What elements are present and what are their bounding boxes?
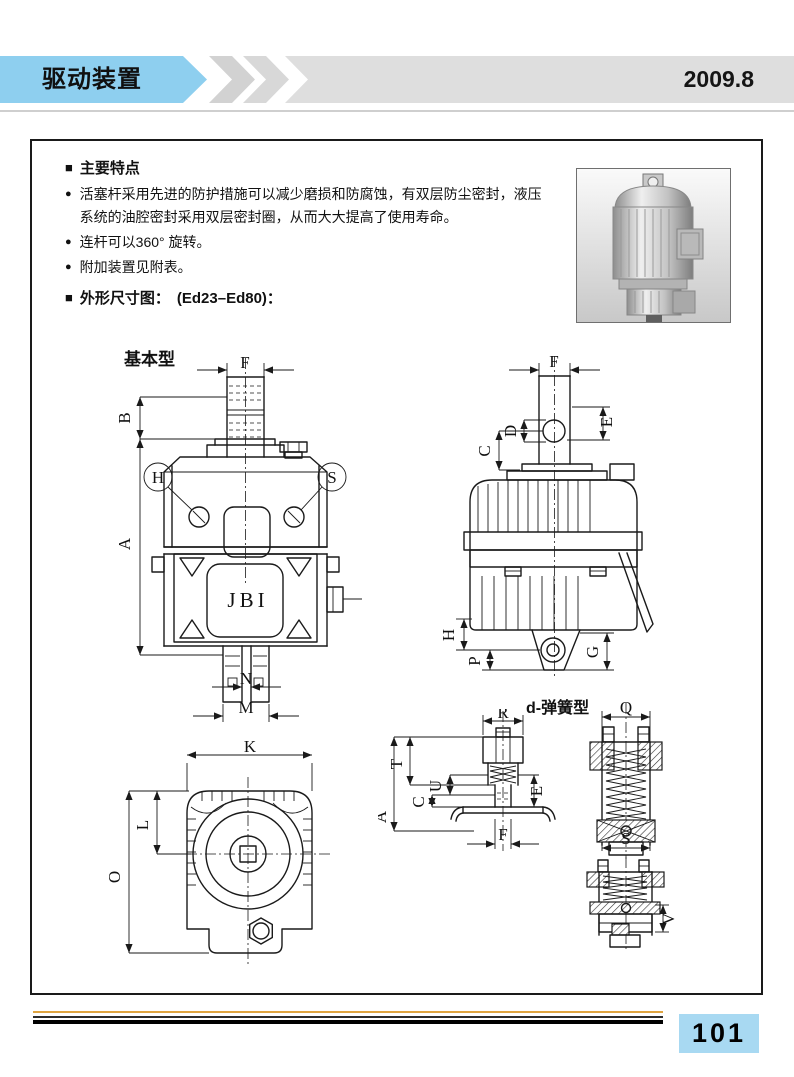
spring-type-label: d-弹簧型 — [526, 700, 590, 717]
dim-label-m: M — [238, 698, 253, 717]
dim-label-a2: A — [378, 810, 390, 823]
footer-rule-gold — [33, 1011, 663, 1013]
header-gray-band — [285, 56, 794, 103]
bullet-icon: ● — [65, 236, 72, 248]
dim-label-e2: E — [527, 786, 546, 796]
dim-label-u: U — [426, 780, 445, 792]
header-underline — [0, 110, 794, 112]
dim-label-o: O — [105, 871, 124, 883]
dim-label-e: E — [597, 417, 616, 427]
dim-label-b: B — [115, 412, 134, 423]
dim-label-l: L — [133, 820, 152, 830]
content-frame: ■ 主要特点 ● 活塞杆采用先进的防护措施可以减少磨损和防腐蚀，有双层防尘密封，… — [30, 139, 763, 995]
basic-type-label: 基本型 — [124, 350, 175, 369]
list-item: ● 连杆可以360° 旋转。 — [65, 231, 545, 254]
list-item: ● 附加装置见附表。 — [65, 256, 545, 279]
feature-text: 连杆可以360° 旋转。 — [79, 234, 211, 250]
feature-text: 附加装置见附表。 — [79, 259, 192, 275]
dimensions-heading-text: 外形尺寸图： — [79, 290, 170, 307]
dim-label-n: N — [240, 669, 252, 688]
page-title: 驱动装置 — [42, 66, 142, 93]
dim-label-f: F — [240, 354, 249, 372]
dim-label-q: Q — [620, 699, 632, 717]
bottom-view-drawing: K — [105, 741, 333, 967]
features-heading: ■ 主要特点 — [65, 157, 140, 178]
header-blue-tab — [0, 56, 207, 103]
spring-type-section-drawing: Q S — [586, 699, 678, 951]
front-view-drawing: F B A — [115, 354, 362, 722]
product-photo — [576, 168, 731, 323]
dim-label-t: T — [387, 758, 406, 769]
dim-label-v: V — [659, 912, 678, 925]
balloon-label-h: H — [152, 468, 164, 487]
dimensions-heading: ■ 外形尺寸图： (Ed23–Ed80)： — [65, 287, 282, 308]
dim-label-f2: F — [549, 352, 558, 371]
dim-label-g: G — [583, 646, 602, 658]
dim-label-p: P — [465, 656, 484, 665]
bullet-icon: ● — [65, 188, 72, 200]
features-list: ● 活塞杆采用先进的防护措施可以减少磨损和防腐蚀，有双层防尘密封，液压系统的油腔… — [65, 183, 545, 281]
footer-rule-black — [33, 1020, 663, 1024]
balloon-label-s: S — [327, 468, 336, 487]
dim-label-r: R — [497, 709, 509, 722]
feature-text: 活塞杆采用先进的防护措施可以减少磨损和防腐蚀，有双层防尘密封，液压系统的油腔密封… — [79, 186, 542, 225]
dim-label-c: C — [475, 445, 494, 456]
features-heading-text: 主要特点 — [79, 160, 140, 177]
dim-label-c2: C — [409, 796, 428, 807]
side-view-drawing: F D C E — [442, 352, 654, 678]
bullet-icon: ● — [65, 261, 72, 273]
dim-label-f3: F — [498, 825, 507, 844]
model-range-text: (Ed23–Ed80)： — [176, 290, 282, 307]
chevron-icon — [209, 56, 255, 103]
footer-rule-dark — [33, 1016, 663, 1018]
dim-label-k: K — [244, 741, 257, 756]
nameplate-label: JBI — [227, 588, 268, 612]
page-number: 101 — [679, 1014, 759, 1053]
list-item: ● 活塞杆采用先进的防护措施可以减少磨损和防腐蚀，有双层防尘密封，液压系统的油腔… — [65, 183, 545, 229]
square-bullet-icon: ■ — [65, 290, 73, 305]
dim-label-s2: S — [621, 829, 630, 848]
spring-type-front-drawing: R T A — [378, 709, 556, 851]
header-bar: 驱动装置 2009.8 — [0, 56, 794, 103]
square-bullet-icon: ■ — [65, 160, 73, 175]
edition-date: 2009.8 — [683, 66, 754, 92]
thruster-photo-illustration — [577, 169, 730, 322]
dim-label-h2: H — [442, 629, 458, 641]
dim-label-a: A — [115, 537, 134, 550]
